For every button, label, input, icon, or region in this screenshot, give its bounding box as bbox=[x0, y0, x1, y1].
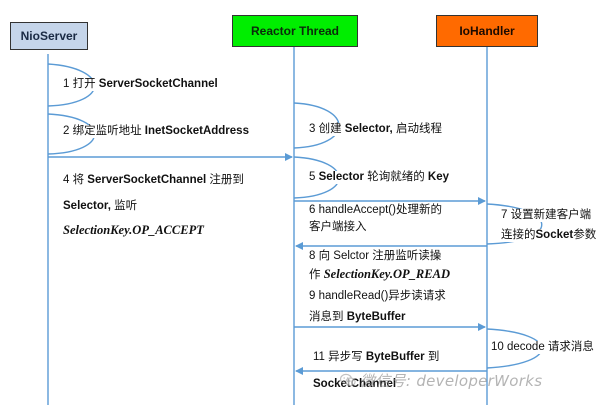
step-1-object: ServerSocketChannel bbox=[98, 78, 218, 90]
step-9-bytebuffer: ByteBuffer bbox=[346, 311, 406, 323]
step-7-text-1: 7 设置新建客户端 bbox=[501, 209, 592, 221]
step-3-rest: 启动线程 bbox=[395, 123, 442, 135]
step-10-text-a: 10 decode bbox=[491, 341, 545, 353]
step-9-text-2a: 消息到 bbox=[309, 311, 344, 323]
step-6-text-2: 客户端接入 bbox=[309, 221, 367, 233]
step-7-socket: Socket bbox=[535, 229, 574, 241]
step-4-number: 4 将 bbox=[63, 174, 85, 186]
watermark-text: 微信号: developerWorks bbox=[360, 372, 543, 390]
step-4-line-1: 4 将 ServerSocketChannel 注册到 bbox=[62, 174, 245, 187]
step-5-number: 5 bbox=[309, 171, 316, 183]
step-7-text-2a: 连接的 bbox=[501, 229, 536, 241]
step-5-mid: 轮询就绪的 bbox=[367, 171, 425, 183]
step-2-label: 2 绑定监听地址 InetSocketAddress bbox=[62, 125, 250, 138]
step-5-key: Key bbox=[427, 171, 450, 183]
step-4-line-3: SelectionKey.OP_ACCEPT bbox=[62, 223, 205, 238]
step-8-line-2: 作 SelectionKey.OP_READ bbox=[308, 267, 451, 282]
step-4-op-accept: SelectionKey.OP_ACCEPT bbox=[63, 223, 204, 237]
step-5-selector: Selector bbox=[318, 171, 364, 183]
step-4-rest: 注册到 bbox=[209, 174, 244, 186]
step-1-label: 1 打开 ServerSocketChannel bbox=[62, 78, 219, 91]
step-11-bytebuffer: ByteBuffer bbox=[365, 351, 425, 363]
step-4-selector: Selector, bbox=[63, 200, 111, 212]
step-8-text-1: 8 向 Selctor 注册监听读操 bbox=[309, 250, 442, 262]
step-2-number: 2 绑定监听地址 bbox=[63, 125, 142, 137]
participant-nioserver-label: NioServer bbox=[20, 29, 78, 43]
step-4-line-2: Selector, 监听 bbox=[62, 200, 139, 213]
step-8-line-1: 8 向 Selctor 注册监听读操 bbox=[308, 250, 443, 263]
step-1-number: 1 打开 bbox=[63, 78, 96, 90]
step-9-line-1: 9 handleRead()异步读请求 bbox=[308, 290, 447, 303]
step-3-object: Selector, bbox=[344, 123, 393, 135]
step-11-text-a: 11 异步写 bbox=[313, 351, 363, 363]
participant-reactor-thread: Reactor Thread bbox=[232, 15, 358, 47]
step-7-text-2c: 参数 bbox=[573, 229, 597, 241]
step-11-text-c: 到 bbox=[427, 351, 440, 363]
step-7-line-2: 连接的Socket参数 bbox=[500, 229, 598, 242]
step-8-text-2a: 作 bbox=[309, 269, 321, 281]
step-3-label: 3 创建 Selector, 启动线程 bbox=[308, 123, 443, 136]
participant-iohandler: IoHandler bbox=[436, 15, 538, 47]
wechat-icon bbox=[340, 373, 356, 387]
step-4-listen: 监听 bbox=[114, 200, 138, 212]
step-7-line-1: 7 设置新建客户端 bbox=[500, 209, 593, 222]
step-6-line-1: 6 handleAccept()处理新的 bbox=[308, 204, 443, 217]
step-6-line-2: 客户端接入 bbox=[308, 221, 368, 234]
participant-iohandler-label: IoHandler bbox=[459, 24, 515, 38]
step-3-number: 3 创建 bbox=[309, 123, 342, 135]
step-9-text-1: 9 handleRead()异步读请求 bbox=[309, 290, 446, 302]
participant-reactor-label: Reactor Thread bbox=[250, 24, 340, 38]
self-call-7 bbox=[486, 203, 543, 245]
step-6-text-1: 6 handleAccept()处理新的 bbox=[309, 204, 442, 216]
step-11-line-1: 11 异步写 ByteBuffer 到 bbox=[312, 351, 441, 364]
step-10-text-b: 请求消息 bbox=[547, 341, 594, 353]
step-5-label: 5 Selector 轮询就绪的 Key bbox=[308, 171, 451, 184]
step-9-line-2: 消息到 ByteBuffer bbox=[308, 311, 407, 324]
step-2-object: InetSocketAddress bbox=[144, 125, 249, 137]
step-8-op-read: SelectionKey.OP_READ bbox=[323, 267, 450, 281]
participant-nioserver: NioServer bbox=[10, 22, 88, 50]
step-4-object: ServerSocketChannel bbox=[87, 174, 207, 186]
step-10-label: 10 decode 请求消息 bbox=[490, 341, 595, 354]
